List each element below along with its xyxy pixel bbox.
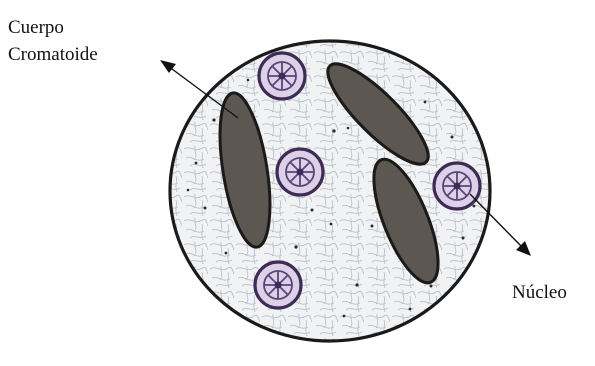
nucleus [259, 53, 305, 99]
label-cuerpo-line1: Cuerpo [8, 14, 98, 41]
nucleus [434, 163, 480, 209]
nucleus [277, 149, 323, 195]
label-cuerpo-line2: Cromatoide [8, 41, 98, 68]
label-nucleo: Núcleo [512, 279, 567, 306]
nucleus [255, 262, 301, 308]
label-cuerpo-cromatoide: Cuerpo Cromatoide [8, 14, 98, 68]
